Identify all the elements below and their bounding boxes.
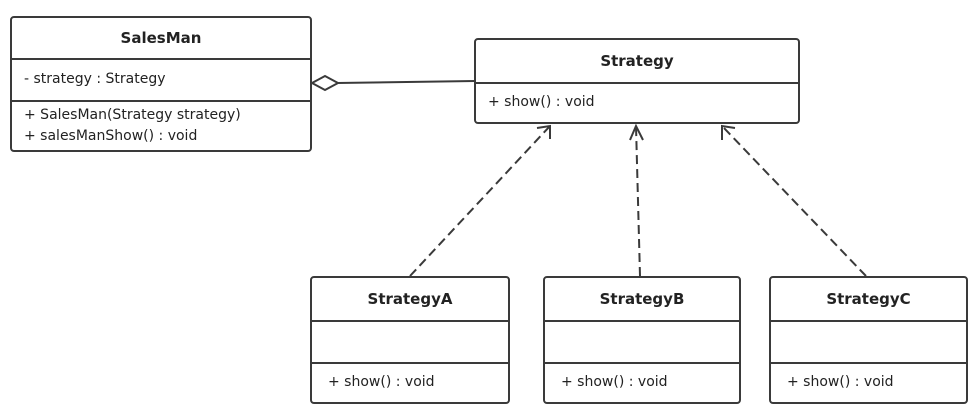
aggregation-line: [336, 80, 476, 84]
class-name: Strategy: [476, 40, 798, 84]
operation: + salesManShow() : void: [24, 128, 198, 144]
realization-arrowhead-icon: [629, 123, 644, 141]
class-strategy-b[interactable]: StrategyB + show() : void: [543, 276, 741, 404]
class-salesman[interactable]: SalesMan - strategy : Strategy + SalesMa…: [10, 16, 312, 152]
operations-section: + show() : void: [312, 364, 508, 393]
attributes-section: [545, 322, 739, 364]
class-strategy-a[interactable]: StrategyA + show() : void: [310, 276, 510, 404]
class-name: StrategyC: [771, 278, 966, 322]
aggregation-diamond-icon: [309, 74, 341, 92]
operations-section: + SalesMan(Strategy strategy) + salesMan…: [12, 102, 310, 147]
operation: + show() : void: [787, 374, 894, 390]
class-name: SalesMan: [12, 18, 310, 60]
class-name: StrategyA: [312, 278, 508, 322]
class-strategy[interactable]: Strategy + show() : void: [474, 38, 800, 124]
operations-section: + show() : void: [545, 364, 739, 393]
class-strategy-c[interactable]: StrategyC + show() : void: [769, 276, 968, 404]
attributes-section: - strategy : Strategy: [12, 60, 310, 102]
attribute: - strategy : Strategy: [24, 71, 166, 87]
realization-arrowhead-icon: [721, 124, 736, 140]
realization-arrowhead-icon: [536, 124, 551, 139]
operation: + show() : void: [561, 374, 668, 390]
realization-b: [629, 123, 644, 277]
operation: + show() : void: [488, 94, 595, 110]
operation: + show() : void: [328, 374, 435, 390]
attributes-section: [771, 322, 966, 364]
realization-c: [721, 124, 867, 277]
realization-a: [409, 124, 551, 277]
operations-section: + show() : void: [476, 84, 798, 113]
attributes-section: [312, 322, 508, 364]
operation: + SalesMan(Strategy strategy): [24, 107, 241, 123]
class-name: StrategyB: [545, 278, 739, 322]
operations-section: + show() : void: [771, 364, 966, 393]
